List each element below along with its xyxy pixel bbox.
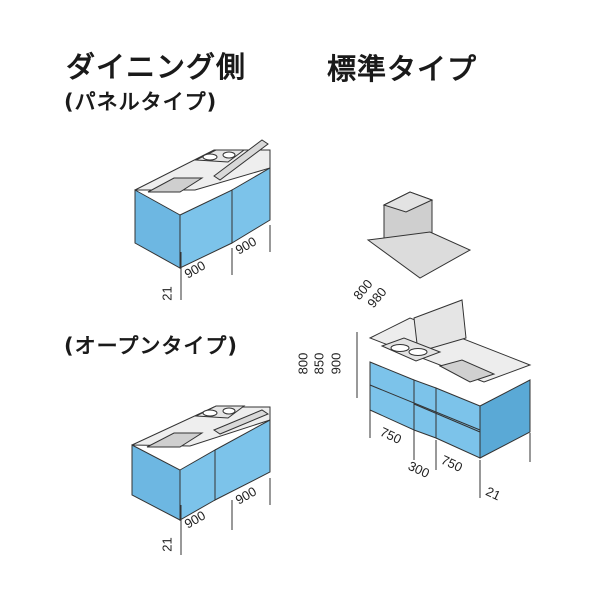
heading-open-type: (オープンタイプ)	[64, 334, 238, 358]
open-type-unit	[131, 405, 271, 521]
open-type-dimension-lines	[180, 478, 271, 555]
open-side-dim: 21	[159, 537, 175, 552]
range-hood	[366, 191, 472, 279]
heading-standard-type: 標準タイプ	[327, 52, 478, 86]
standard-height-a: 800	[295, 352, 311, 375]
standard-height-b: 850	[311, 352, 327, 375]
standard-type-unit	[368, 299, 532, 459]
panel-side-dim: 21	[159, 286, 175, 301]
standard-type-dimension-lines	[356, 332, 531, 498]
heading-dining-side: ダイニング側	[66, 50, 247, 84]
standard-height-c: 900	[328, 352, 344, 375]
heading-panel-type: (パネルタイプ)	[64, 90, 218, 114]
panel-type-dimension-lines	[180, 225, 271, 300]
panel-type-unit	[134, 139, 271, 269]
